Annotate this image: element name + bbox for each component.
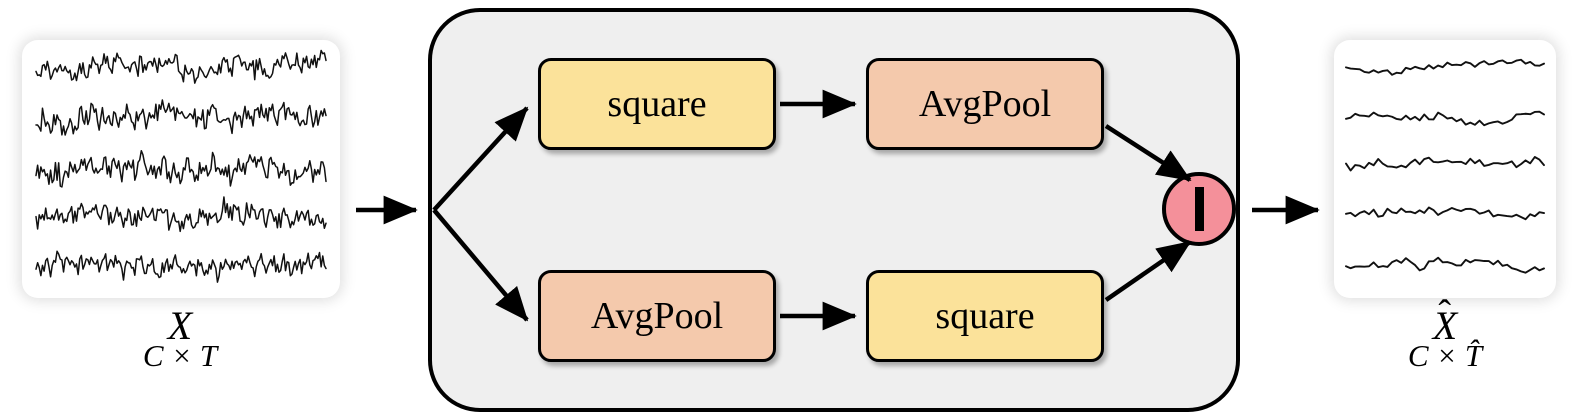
output-waveform-svg	[1345, 58, 1545, 274]
waveform-trace	[35, 149, 327, 188]
waveform-trace	[35, 250, 327, 283]
waveform-trace	[1345, 58, 1545, 76]
input-waveform-svg	[35, 49, 327, 283]
waveform-trace	[1345, 256, 1545, 274]
waveform-trace	[1345, 156, 1545, 172]
avgpool-bottom-label: AvgPool	[590, 295, 724, 337]
square-top-label: square	[607, 83, 707, 125]
output-dims: C × T̂	[1407, 338, 1483, 373]
waveform-trace	[35, 196, 327, 233]
output-symbol: ˆ X	[1432, 292, 1458, 348]
input-symbol: X	[167, 303, 193, 348]
avgpool-top-label: AvgPool	[918, 83, 1052, 125]
waveform-trace	[35, 49, 327, 84]
input-tensor-label: X C × T	[80, 303, 280, 373]
output-signal-panel	[1334, 40, 1556, 298]
divide-bar-icon	[1194, 187, 1204, 231]
avgpool-top-box[interactable]: AvgPool	[866, 58, 1104, 150]
output-hat-glyph: ˆ	[1438, 292, 1452, 335]
input-signal-panel	[22, 40, 340, 298]
waveform-trace	[1345, 110, 1545, 127]
input-dims: C × T	[142, 338, 218, 373]
avgpool-bottom-box[interactable]: AvgPool	[538, 270, 776, 362]
waveform-trace	[35, 99, 327, 136]
square-top-box[interactable]: square	[538, 58, 776, 150]
square-bottom-box[interactable]: square	[866, 270, 1104, 362]
merge-node[interactable]	[1162, 172, 1236, 246]
square-bottom-label: square	[935, 295, 1035, 337]
output-tensor-label: ˆ X C × T̂	[1345, 292, 1545, 373]
waveform-trace	[1345, 206, 1545, 221]
